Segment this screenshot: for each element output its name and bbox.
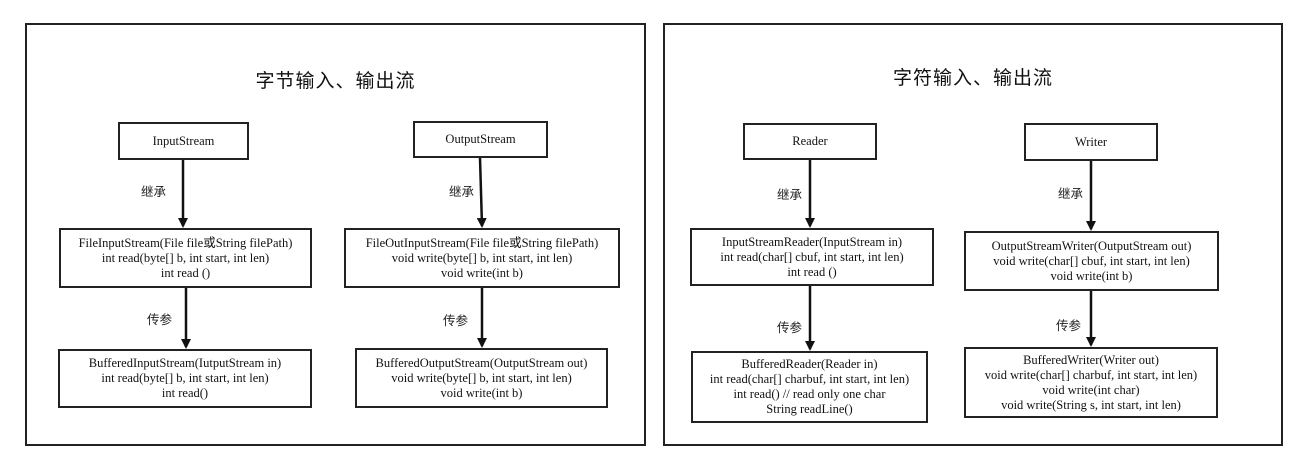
inherit-label-char-left: 继承 <box>777 187 803 202</box>
node-line: void write(byte[] b, int start, int len) <box>391 250 573 265</box>
char-stream-panel: 字符输入、输出流 <box>663 23 1283 446</box>
outputstream-node: OutputStream <box>413 121 548 158</box>
reader-node: Reader <box>743 123 877 160</box>
char-panel-title: 字符输入、输出流 <box>892 67 1053 89</box>
writer-node: Writer <box>1024 123 1158 161</box>
inherit-label-byte-right: 继承 <box>449 184 475 199</box>
node-line: BufferedWriter(Writer out) <box>1023 352 1159 367</box>
inherit-label-char-right: 继承 <box>1058 186 1084 201</box>
reader-label: Reader <box>792 134 828 148</box>
bufferedreader-node: BufferedReader(Reader in) int read(char[… <box>691 351 928 423</box>
bufferedinputstream-node: BufferedInputStream(IutputStream in) int… <box>58 349 312 408</box>
node-line: String readLine() <box>766 402 853 416</box>
bufferedoutputstream-node: BufferedOutputStream(OutputStream out) v… <box>355 348 608 408</box>
node-line: void write(byte[] b, int start, int len) <box>391 370 572 385</box>
byte-panel-title: 字节输入、输出流 <box>255 70 416 92</box>
node-line: void write(int b) <box>441 265 523 280</box>
inputstream-label: InputStream <box>152 133 215 148</box>
node-line: FileInputStream(File file或String filePat… <box>78 235 293 250</box>
node-line: void write(String s, int start, int len) <box>1001 397 1181 412</box>
node-line: OutputStreamWriter(OutputStream out) <box>991 238 1192 253</box>
fileoutputstream-node: FileOutInputStream(File file或String file… <box>344 228 620 288</box>
node-line: int read(byte[] b, int start, int len) <box>101 371 269 385</box>
bufferedwriter-node: BufferedWriter(Writer out) void write(ch… <box>964 347 1218 418</box>
node-line: void write(char[] charbuf, int start, in… <box>984 367 1198 382</box>
node-line: void write(char[] cbuf, int start, int l… <box>993 253 1190 268</box>
param-label-byte-right: 传参 <box>443 313 469 328</box>
node-line: int read () <box>787 264 837 279</box>
node-line: int read(char[] charbuf, int start, int … <box>709 372 910 386</box>
param-label-char-right: 传参 <box>1056 318 1082 333</box>
byte-stream-panel: 字节输入、输出流 <box>25 23 646 446</box>
node-line: InputStreamReader(InputStream in) <box>721 234 903 249</box>
writer-label: Writer <box>1074 134 1108 149</box>
param-label-byte-left: 传参 <box>147 312 173 327</box>
node-line: BufferedReader(Reader in) <box>741 357 878 371</box>
node-line: FileOutInputStream(File file或String file… <box>365 235 599 250</box>
outputstream-label: OutputStream <box>445 132 516 146</box>
node-line: void write(int char) <box>1042 382 1140 397</box>
node-line: void write(int b) <box>440 385 523 400</box>
node-line: int read() // read only one char <box>733 387 886 401</box>
node-line: BufferedInputStream(IutputStream in) <box>88 356 282 370</box>
fileinputstream-node: FileInputStream(File file或String filePat… <box>59 228 312 288</box>
inputstreamreader-node: InputStreamReader(InputStream in) int re… <box>690 228 934 286</box>
param-label-char-left: 传参 <box>777 320 803 335</box>
inputstream-node: InputStream <box>118 122 249 160</box>
node-line: BufferedOutputStream(OutputStream out) <box>375 355 588 370</box>
inherit-label-byte-left: 继承 <box>141 184 167 199</box>
node-line: int read(char[] cbuf, int start, int len… <box>720 249 904 264</box>
outputstreamwriter-node: OutputStreamWriter(OutputStream out) voi… <box>964 231 1219 291</box>
edge-outputstream-to-fileoutputstream <box>476 157 487 228</box>
node-line: int read() <box>161 386 209 400</box>
node-line: int read(byte[] b, int start, int len) <box>101 250 270 265</box>
node-line: int read () <box>160 265 211 280</box>
node-line: void write(int b) <box>1050 268 1133 283</box>
